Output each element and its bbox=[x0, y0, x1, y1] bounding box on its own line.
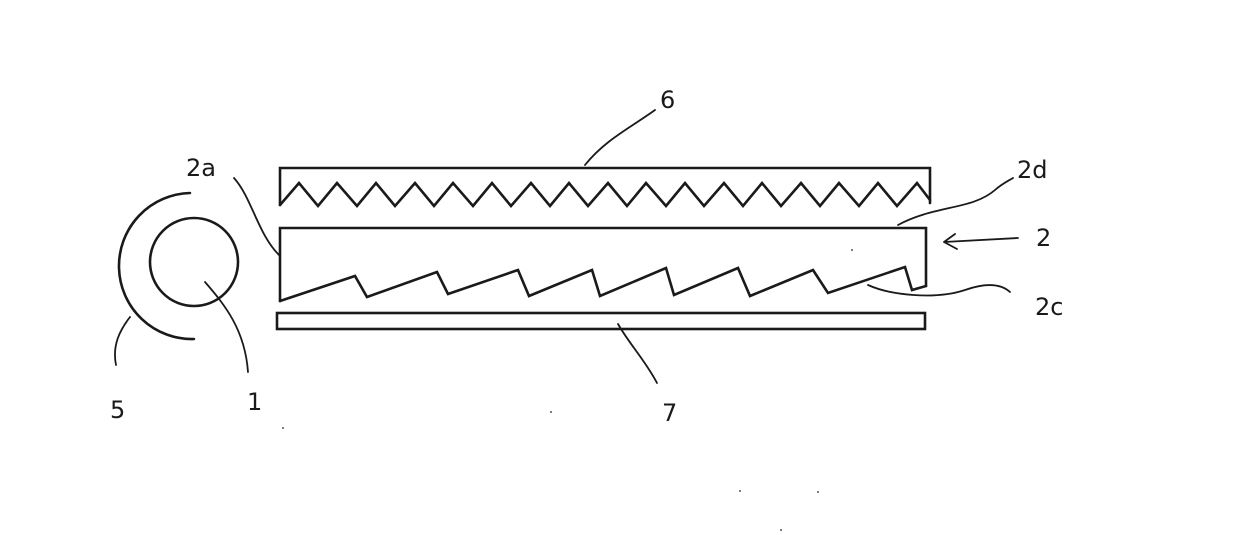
label-1: 1 bbox=[247, 388, 262, 416]
prism-sheet-zigzag bbox=[280, 183, 930, 206]
label-7: 7 bbox=[662, 399, 677, 427]
prism-sheet-6 bbox=[280, 168, 930, 206]
label-5: 5 bbox=[110, 396, 125, 424]
label-2a: 2a bbox=[186, 154, 216, 182]
light-source-1 bbox=[150, 218, 238, 306]
leader-line-7 bbox=[618, 324, 657, 383]
label-2c: 2c bbox=[1035, 293, 1063, 321]
leader-line-2c bbox=[868, 285, 1010, 295]
leader-line-6 bbox=[585, 110, 655, 165]
light-guide-sawtooth-bottom bbox=[280, 267, 926, 301]
label-2: 2 bbox=[1036, 224, 1051, 252]
leader-line-2a bbox=[234, 178, 280, 256]
light-guide-top-and-sides bbox=[280, 228, 926, 301]
light-guide-plate-2 bbox=[280, 228, 926, 301]
leader-line-5 bbox=[115, 317, 130, 365]
label-6: 6 bbox=[660, 86, 675, 114]
leader-line-1 bbox=[205, 282, 248, 372]
leader-arrow-2 bbox=[944, 234, 1018, 249]
label-2d: 2d bbox=[1017, 156, 1048, 184]
scan-specks bbox=[282, 249, 853, 531]
reflector-sheet-7 bbox=[277, 313, 925, 329]
